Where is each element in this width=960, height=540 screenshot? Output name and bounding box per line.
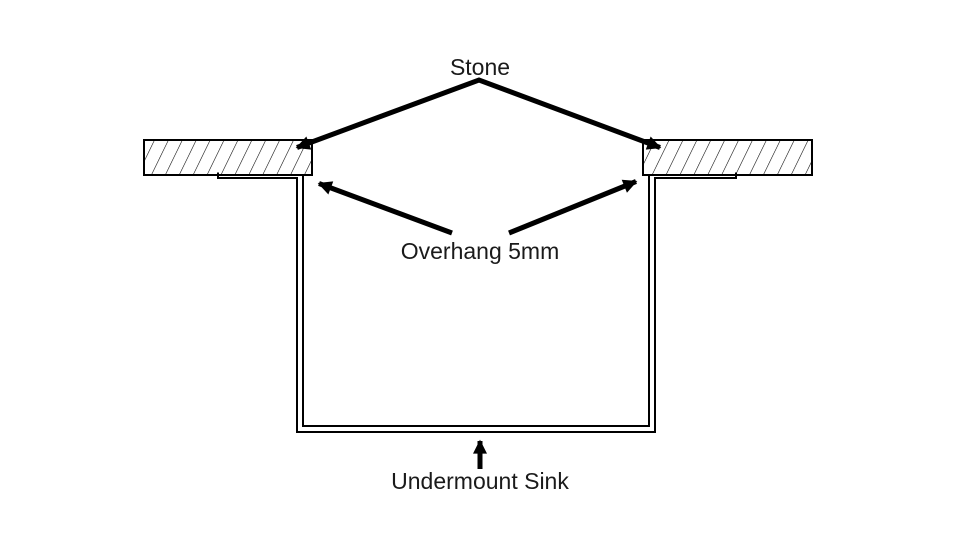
sink-inner-outline <box>302 175 650 427</box>
overhang-label: Overhang 5mm <box>401 238 560 264</box>
overhang-arrow-left <box>317 181 453 236</box>
overhang-arrow-right <box>508 179 638 236</box>
undermount-sink-label: Undermount Sink <box>391 468 569 494</box>
stone-slab-left <box>143 139 313 176</box>
stone-slab-right <box>642 139 813 176</box>
stone-label: Stone <box>450 54 510 80</box>
sink-outer-outline <box>217 172 737 433</box>
stone-arrows <box>295 77 662 150</box>
